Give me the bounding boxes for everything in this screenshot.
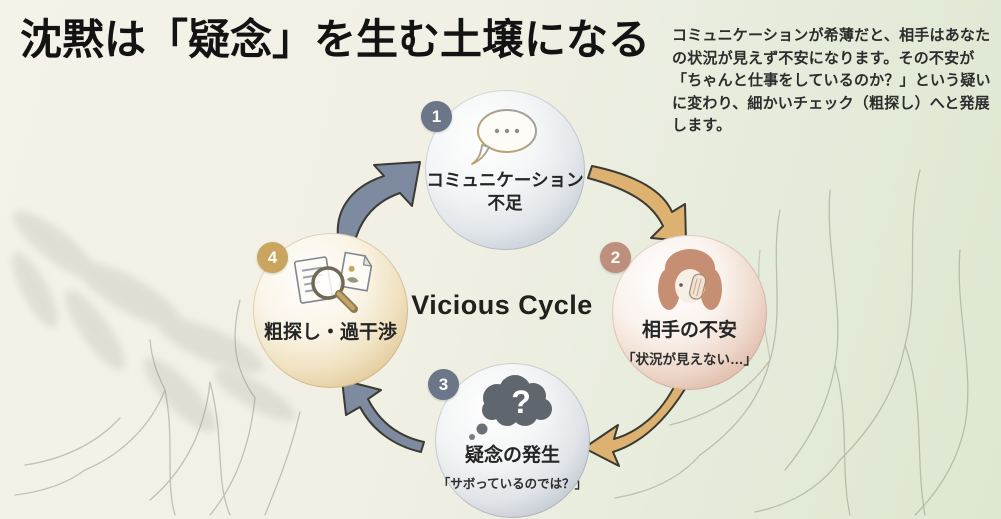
arrow-2-to-3 [583, 382, 686, 467]
arrow-3-to-4 [341, 379, 425, 453]
cycle-center-label: Vicious Cycle [411, 290, 593, 320]
step-number-badge: 3 [428, 369, 459, 400]
node-label-line: 粗探し・過干渉 [263, 322, 397, 343]
node-sublabel: 「状況が見えない…」 [622, 351, 757, 367]
thought-cloud-icon: ? [468, 375, 552, 440]
node-label-line: 疑念の発生 [464, 445, 560, 466]
step-number-badge: 2 [600, 242, 631, 273]
question-mark-glyph: ? [511, 384, 531, 420]
node-fault-finding: 4 粗探し・過干渉 [253, 233, 408, 388]
node-label-line: 相手の不安 [641, 320, 737, 341]
node-label-line: 不足 [487, 193, 523, 214]
node-doubt-arises: 3 ? 疑念の発生 「サボっているのでは？」 [428, 363, 590, 518]
node-sublabel: 「サボっているのでは？」 [437, 476, 588, 491]
magnifier-documents-icon [293, 251, 372, 313]
node-partner-anxiety: 2 相手の不安 「状況が見えない…」 [600, 235, 767, 390]
description-paragraph: コミュニケーションが希薄だと、相手はあなたの状況が見えず不安になります。その不安… [672, 27, 991, 134]
arrow-1-to-2 [587, 165, 687, 242]
node-label-line: コミュニケーション [426, 170, 584, 190]
page-title: 沈黙は「疑念」を生む土壌になる [20, 18, 651, 64]
step-number-badge: 1 [421, 101, 452, 132]
speech-bubble-icon [471, 109, 537, 165]
worried-person-icon [657, 249, 722, 310]
step-number-badge: 4 [257, 242, 288, 273]
node-communication-shortage: 1 コミュニケーション 不足 [421, 90, 585, 250]
